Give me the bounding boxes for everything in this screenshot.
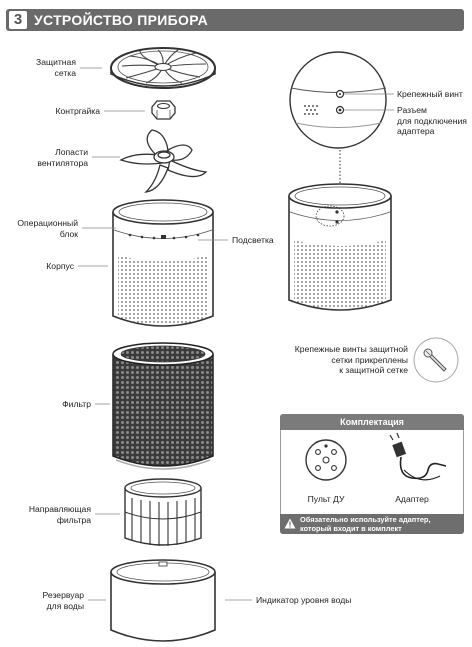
section-number: 3 — [9, 11, 27, 29]
label-fan-blades: Лопасти вентилятора — [37, 147, 88, 168]
label-backlight: Подсветка — [232, 235, 274, 245]
label-filter: Фильтр — [62, 399, 91, 409]
screw-icon — [413, 337, 459, 383]
label-control-unit: Операционный блок — [17, 218, 78, 239]
label-adapter-port: Разъем для подключения адаптера — [397, 105, 467, 136]
label-mount-screw: Крепежный винт — [397, 89, 463, 99]
section-title: УСТРОЙСТВО ПРИБОРА — [34, 12, 209, 28]
label-water-level: Индикатор уровня воды — [256, 595, 352, 605]
protective-grid-part — [110, 47, 216, 89]
label-locknut: Контргайка — [55, 106, 100, 116]
label-body: Корпус — [46, 261, 74, 271]
kit-warning-bar — [280, 514, 464, 534]
water-tank-part — [110, 559, 216, 642]
label-grid-screws: Крепежные винты защитной сетки прикрепле… — [294, 344, 408, 375]
label-water-tank: Резервуар для воды — [42, 590, 84, 611]
detail-zoom — [289, 51, 394, 202]
adapter-icon — [389, 432, 447, 481]
locknut-part — [151, 100, 176, 120]
housing-part — [112, 199, 214, 327]
housing-back-view — [288, 183, 392, 311]
kit-warning-text: Обязательно используйте адаптер, который… — [300, 515, 431, 533]
remote-control-icon — [305, 439, 347, 481]
kit-title: Комплектация — [280, 414, 464, 430]
label-protective-grid: Защитная сетка — [36, 57, 76, 78]
kit-remote-label: Пульт ДУ — [307, 494, 345, 504]
kit-adapter-label: Адаптер — [395, 494, 429, 504]
filter-part — [112, 342, 214, 470]
leader-lines — [78, 67, 252, 601]
filter-guide-part — [124, 478, 202, 546]
fan-blades-part — [119, 129, 208, 193]
warning-icon — [284, 518, 296, 529]
section-header: 3 УСТРОЙСТВО ПРИБОРА — [6, 9, 464, 31]
label-filter-guide: Направляющая фильтра — [28, 504, 91, 525]
